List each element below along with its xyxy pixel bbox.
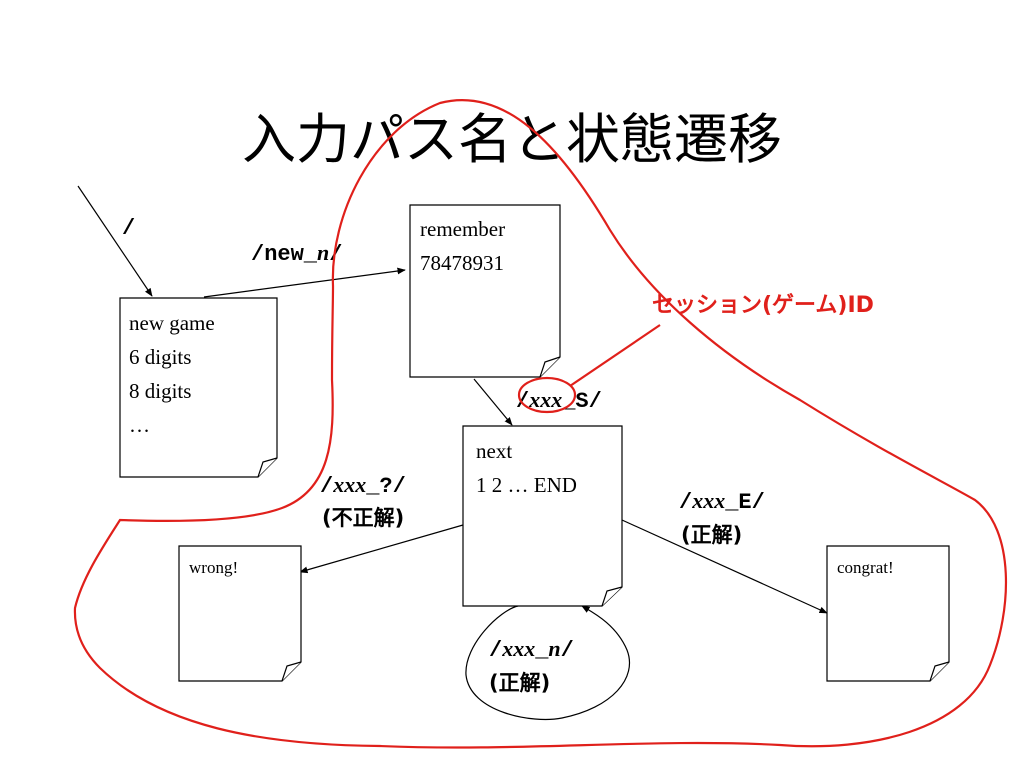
edge-label-part: _S/ (561, 389, 602, 414)
edge-label-xxx-s: /xxx_S/ (516, 387, 602, 414)
edge-label-part: /new_ (251, 242, 318, 267)
state-new-game: new game 6 digits 8 digits … (119, 297, 278, 478)
next-to-congrat-arrow (621, 519, 828, 614)
edge-note-loop-correct: (正解) (489, 671, 550, 695)
svg-text:new game 6 digits: new game 6 digits 8 digits … (129, 311, 220, 437)
slide-title: 入力パス名と状態遷移 (242, 108, 782, 171)
edge-label-part: / (561, 638, 574, 663)
edge-label-xxx-n: /xxx_n/ (489, 636, 574, 663)
state-congrat-line: congrat! (837, 558, 894, 577)
session-scope-outline (73, 98, 1008, 749)
edge-label-new-n: /new_n/ (251, 240, 342, 267)
entry-arrow (77, 185, 153, 297)
next-self-loop (465, 605, 631, 721)
state-wrong-line: wrong! (189, 558, 238, 577)
edge-label-part: / (329, 242, 342, 267)
state-remember-line: 78478931 (420, 251, 504, 275)
session-id-highlight (517, 376, 577, 414)
state-remember-line: remember (420, 217, 505, 241)
edge-label-part: / (679, 490, 692, 515)
new-to-remember-arrow (203, 267, 406, 298)
state-congrat: congrat! (826, 545, 950, 682)
state-remember: remember 78478931 (409, 204, 561, 378)
edge-label-part: _E/ (724, 490, 765, 515)
state-next-line: next (476, 439, 512, 463)
state-new-game-line: new game (129, 311, 215, 335)
edge-label-variable: xxx (528, 387, 562, 412)
edge-note-correct: (正解) (681, 523, 742, 547)
state-new-game-line: … (129, 413, 150, 437)
session-id-annotation: セッション(ゲーム)ID (652, 293, 874, 318)
edge-label-variable: xxx (501, 636, 535, 661)
svg-text:remember 78478931: remember 78478931 (420, 217, 510, 275)
state-new-game-line: 6 digits (129, 345, 191, 369)
edge-label-variable: xxx (332, 472, 366, 497)
edge-label-part: _?/ (365, 474, 406, 499)
edge-label-part: _ (534, 638, 549, 663)
edge-label-part: / (516, 389, 529, 414)
state-next: next 1 2 … END (462, 425, 623, 607)
session-id-callout-line (569, 324, 661, 387)
svg-text:next 1 2 … END: next 1 2 … END (476, 439, 577, 497)
edge-label-xxx-wrong: /xxx_?/ (320, 472, 406, 499)
edge-label-variable: n (317, 240, 329, 265)
edge-label-variable: xxx (691, 488, 725, 513)
next-to-wrong-arrow (299, 524, 464, 574)
edge-label-root: / (122, 216, 135, 241)
state-wrong: wrong! (178, 545, 302, 682)
state-next-line: 1 2 … END (476, 473, 577, 497)
remember-to-next-arrow (473, 378, 513, 426)
edge-label-part: / (320, 474, 333, 499)
edge-label-part: / (489, 638, 502, 663)
edge-label-xxx-e: /xxx_E/ (679, 488, 765, 515)
edge-label-variable: n (548, 636, 560, 661)
state-new-game-line: 8 digits (129, 379, 191, 403)
edge-note-wrong: (不正解) (322, 506, 404, 530)
